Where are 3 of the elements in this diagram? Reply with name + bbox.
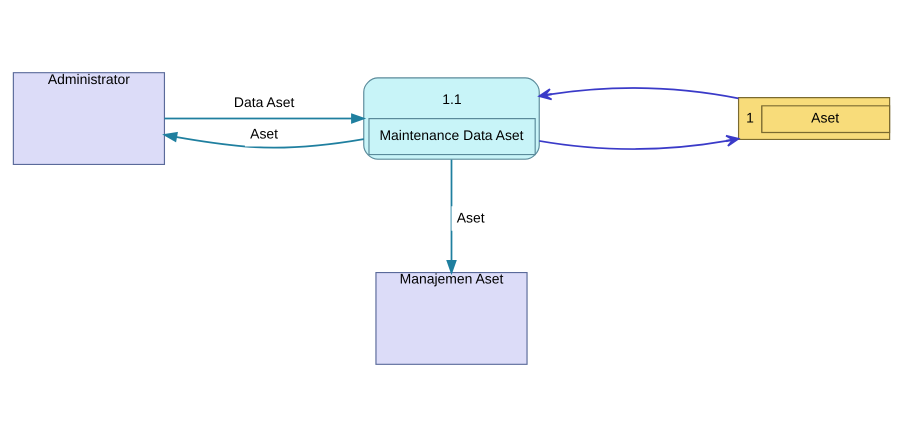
edge-label: Aset (456, 210, 485, 226)
edge-label: Aset (250, 125, 278, 142)
edge-label: Data Aset (234, 94, 294, 110)
